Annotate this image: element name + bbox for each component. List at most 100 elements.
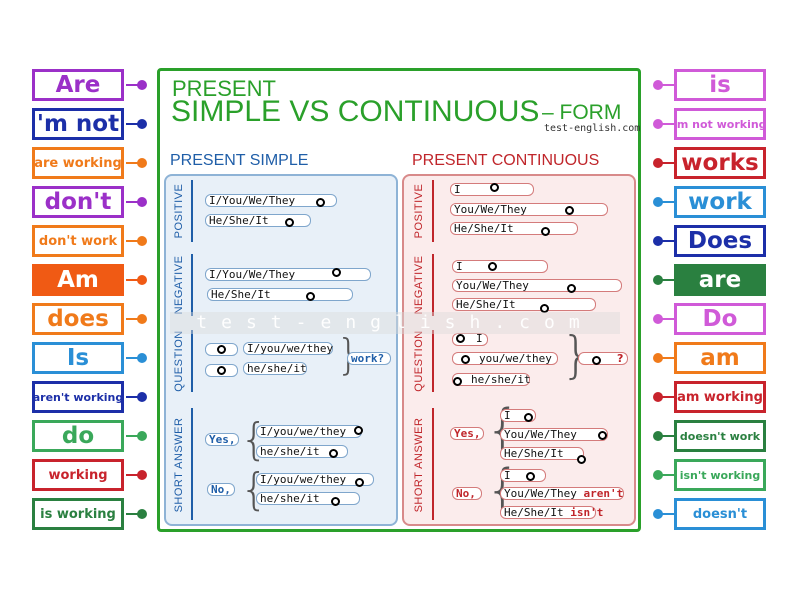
drop-slot[interactable] <box>598 431 607 440</box>
tile-m-not[interactable]: 'm not <box>32 108 124 140</box>
tile-am-working[interactable]: am working <box>674 381 766 413</box>
tile-connector <box>126 84 138 86</box>
drop-slot[interactable] <box>526 472 535 481</box>
tile-is[interactable]: is <box>674 69 766 101</box>
present-continuous-table <box>402 174 636 526</box>
drop-slot[interactable] <box>565 206 574 215</box>
tile-connector <box>126 201 138 203</box>
tile-handle[interactable] <box>653 236 663 246</box>
divider <box>432 254 434 316</box>
drop-slot[interactable] <box>567 284 576 293</box>
drop-slot[interactable] <box>285 218 294 227</box>
tile-don-t[interactable]: don't <box>32 186 124 218</box>
drop-slot[interactable] <box>540 304 549 313</box>
cont-no-row-3: He/She/It isn't <box>500 506 603 519</box>
drop-slot[interactable] <box>453 377 462 386</box>
tile-is-working[interactable]: is working <box>32 498 124 530</box>
cont-q-verb-box <box>578 352 628 365</box>
tile-handle[interactable] <box>653 353 663 363</box>
drop-slot[interactable] <box>355 478 364 487</box>
drop-slot[interactable] <box>524 413 533 422</box>
tile-is[interactable]: Is <box>32 342 124 374</box>
cont-yes-subject-2: You/We/They <box>500 428 608 441</box>
tile-am[interactable]: am <box>674 342 766 374</box>
tile-handle[interactable] <box>653 119 663 129</box>
tile-are-working[interactable]: are working <box>32 147 124 179</box>
tile-works[interactable]: works <box>674 147 766 179</box>
drop-slot[interactable] <box>306 292 315 301</box>
drop-slot[interactable] <box>592 356 601 365</box>
divider <box>432 330 434 392</box>
simple-no-subject-2: he/she/it <box>256 492 360 505</box>
simple-yes-subject-2: he/she/it <box>256 445 348 458</box>
tile-do[interactable]: do <box>32 420 124 452</box>
cont-no-label: No, <box>452 487 482 500</box>
cont-no-subject-3: He/She/It <box>504 506 564 519</box>
tile-aren-t-working[interactable]: aren't working <box>32 381 124 413</box>
drop-slot[interactable] <box>541 227 550 236</box>
tile-handle[interactable] <box>653 158 663 168</box>
tile-handle[interactable] <box>137 80 147 90</box>
tile-do[interactable]: Do <box>674 303 766 335</box>
tile-isn-t-working[interactable]: isn't working <box>674 459 766 491</box>
tile-am[interactable]: Am <box>32 264 124 296</box>
tile-handle[interactable] <box>137 392 147 402</box>
tile-handle[interactable] <box>137 197 147 207</box>
tile-handle[interactable] <box>137 158 147 168</box>
drop-slot[interactable] <box>354 426 363 435</box>
cont-no-row-2: You/We/They aren't <box>500 487 624 500</box>
drop-slot[interactable] <box>490 183 499 192</box>
tile-does[interactable]: does <box>32 303 124 335</box>
tile-handle[interactable] <box>137 119 147 129</box>
cont-yes-subject-3: He/She/It <box>500 447 584 460</box>
drop-slot[interactable] <box>329 449 338 458</box>
tile-connector <box>662 396 674 398</box>
drop-slot[interactable] <box>331 497 340 506</box>
drop-slot[interactable] <box>316 198 325 207</box>
tile-does[interactable]: Does <box>674 225 766 257</box>
tile-handle[interactable] <box>653 314 663 324</box>
board-title-suffix: – FORM <box>542 101 622 124</box>
tile-handle[interactable] <box>137 236 147 246</box>
tile-are[interactable]: are <box>674 264 766 296</box>
tile-doesn-t-work[interactable]: doesn't work <box>674 420 766 452</box>
drop-slot[interactable] <box>456 334 465 343</box>
tile-handle[interactable] <box>137 353 147 363</box>
tile-are[interactable]: Are <box>32 69 124 101</box>
divider <box>432 180 434 242</box>
tile-working[interactable]: working <box>32 459 124 491</box>
tile-doesn-t[interactable]: doesn't <box>674 498 766 530</box>
tile-handle[interactable] <box>653 509 663 519</box>
drop-slot[interactable] <box>488 262 497 271</box>
cont-q-subject-3: he/she/it <box>452 373 531 386</box>
tile-handle[interactable] <box>653 431 663 441</box>
tile-handle[interactable] <box>653 80 663 90</box>
simple-question-label: QUESTION <box>173 330 185 392</box>
divider <box>191 408 193 520</box>
cont-no-verb-2: aren't <box>583 487 624 500</box>
simple-pos-subject-1: I/You/We/They <box>205 194 337 207</box>
simple-q-subject-2: he/she/it <box>243 362 307 375</box>
cont-q-subject-1: I <box>476 332 483 345</box>
tile-handle[interactable] <box>137 275 147 285</box>
drop-slot[interactable] <box>577 455 586 464</box>
tile-connector <box>126 123 138 125</box>
continuous-short-answer-label: SHORT ANSWER <box>413 417 425 513</box>
tile-handle[interactable] <box>137 509 147 519</box>
tile-handle[interactable] <box>137 470 147 480</box>
tile-handle[interactable] <box>653 470 663 480</box>
drop-slot[interactable] <box>332 268 341 277</box>
drop-slot[interactable] <box>217 366 226 375</box>
tile-m-not-working[interactable]: 'm not working <box>674 108 766 140</box>
tile-handle[interactable] <box>653 392 663 402</box>
tile-don-t-work[interactable]: don't work <box>32 225 124 257</box>
cont-neg-subject-2: You/We/They <box>452 279 622 292</box>
tile-handle[interactable] <box>653 197 663 207</box>
simple-pos-subject-2: He/She/It <box>205 214 311 227</box>
tile-handle[interactable] <box>653 275 663 285</box>
tile-handle[interactable] <box>137 431 147 441</box>
drop-slot[interactable] <box>461 355 470 364</box>
tile-work[interactable]: work <box>674 186 766 218</box>
tile-handle[interactable] <box>137 314 147 324</box>
drop-slot[interactable] <box>217 345 226 354</box>
